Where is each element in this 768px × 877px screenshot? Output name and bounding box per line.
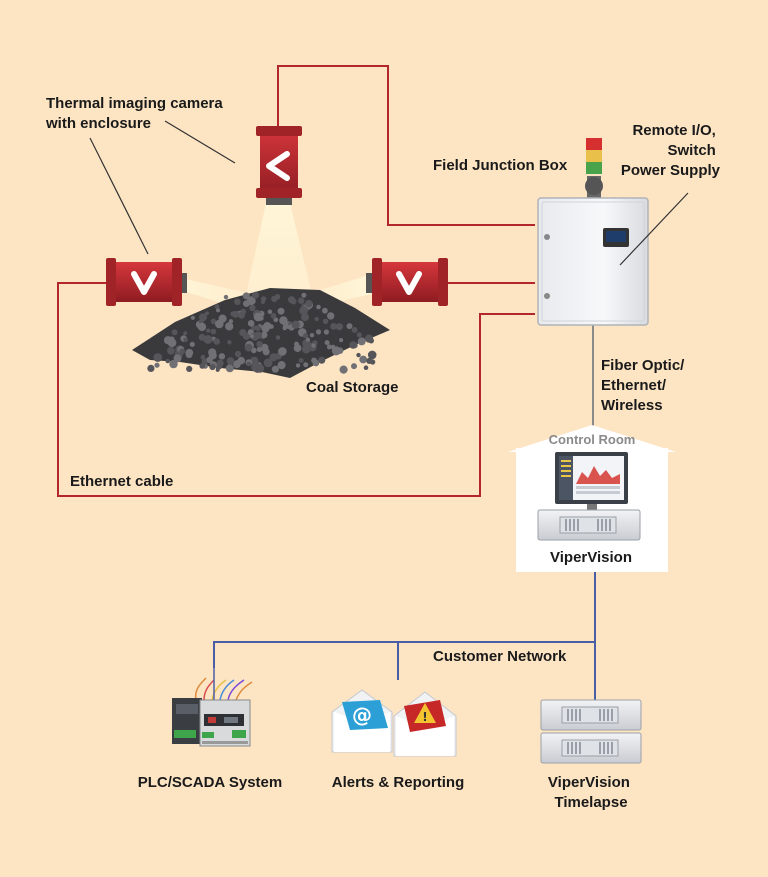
- coal-storage-label: Coal Storage: [306, 379, 399, 396]
- junction-box-icon: [537, 197, 649, 326]
- plc-label: PLC/SCADA System: [138, 774, 282, 791]
- vipervision-label: ViperVision: [550, 549, 632, 566]
- timelapse-label: ViperVision Timelapse: [548, 774, 634, 811]
- server-icon: [540, 699, 642, 764]
- thermal-camera-icon: [366, 258, 448, 306]
- fiber-label: Fiber Optic/ Ethernet/ Wireless: [601, 357, 689, 414]
- coal-pile: [132, 288, 390, 378]
- camera-label: Thermal imaging camera with enclosure: [45, 95, 227, 132]
- ethernet-lines: [57, 65, 535, 497]
- workstation-icon: [537, 452, 641, 541]
- customer-network-lines: [213, 572, 596, 700]
- status-light-icon: [585, 138, 603, 200]
- customer-network-label: Customer Network: [433, 648, 567, 665]
- remote-io-label: Remote I/O, Switch Power Supply: [621, 122, 721, 179]
- thermal-camera-icon: [256, 126, 302, 205]
- plc-icon: [172, 668, 253, 747]
- svg-text:!: !: [422, 710, 427, 724]
- ethernet-cable-label: Ethernet cable: [70, 473, 173, 490]
- thermal-camera-icon: [106, 258, 187, 306]
- leader-lines: [89, 120, 689, 266]
- svg-text:@: @: [352, 703, 372, 727]
- alerts-label: Alerts & Reporting: [332, 774, 465, 791]
- junction-box-label: Field Junction Box: [433, 157, 568, 174]
- email-alert-icon: @ !: [331, 689, 457, 757]
- control-room-label: Control Room: [549, 432, 636, 447]
